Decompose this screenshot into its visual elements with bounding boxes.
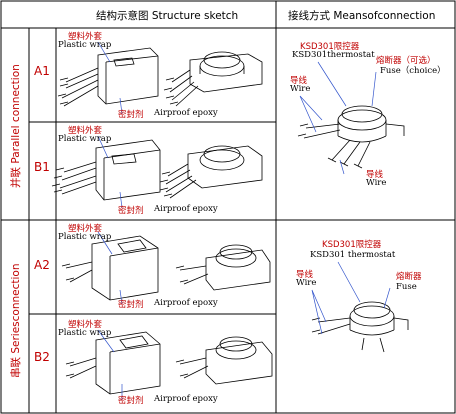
parallel-fuse-cn: 熔断器（可选）	[376, 56, 436, 66]
b1-wrap-en: Plastic wrap	[58, 134, 112, 144]
b1-epoxy-cn: 密封剂	[118, 206, 144, 216]
parallel-wire-en-1: Wire	[290, 84, 311, 94]
parallel-fuse-en: Fuse（choice）	[380, 66, 446, 76]
row-label-a2: A2	[34, 258, 50, 272]
b1-wrap-cn: 塑料外套	[68, 126, 103, 136]
series-section-label: 串联 Seriesconnection	[10, 263, 22, 378]
parallel-thermostat-cn: KSD301限控器	[300, 42, 360, 52]
series-fuse-cn: 熔断器	[396, 272, 422, 282]
a1-wrap-cn: 塑料外套	[68, 32, 103, 42]
structure-sketch-header: 结构示意图 Structure sketch	[96, 10, 239, 22]
b2-wrap-en: Plastic wrap	[58, 328, 112, 338]
connection-header: 接线方式 Meansofconnection	[288, 10, 436, 22]
sketch-a1	[57, 47, 263, 107]
a2-wrap-cn: 塑料外套	[68, 224, 103, 234]
b2-epoxy-cn: 密封剂	[118, 396, 144, 406]
a2-epoxy-cn: 密封剂	[118, 300, 144, 310]
series-fuse-en: Fuse	[396, 282, 417, 292]
a2-epoxy-en: Airproof epoxy	[154, 298, 218, 308]
a1-epoxy-en: Airproof epoxy	[154, 108, 218, 118]
leader-lines	[97, 41, 391, 400]
parallel-wire-cn-2: 导线	[366, 170, 384, 180]
series-wire-en: Wire	[296, 278, 317, 288]
series-connection-drawing	[311, 301, 409, 353]
b2-wrap-cn: 塑料外套	[68, 320, 103, 330]
parallel-section-label: 并联 Parallel connection	[10, 64, 22, 188]
row-label-a1: A1	[34, 64, 50, 78]
sketch-b1	[51, 139, 263, 201]
a1-epoxy-cn: 密封剂	[118, 110, 144, 120]
series-thermostat-cn: KSD301限控器	[322, 240, 382, 250]
a2-wrap-en: Plastic wrap	[58, 232, 112, 242]
series-wire-cn: 导线	[296, 270, 314, 280]
row-label-b1: B1	[34, 160, 50, 174]
sketch-a2	[61, 235, 271, 301]
series-thermostat-en: KSD301 thermostat	[310, 250, 396, 260]
row-label-b2: B2	[34, 350, 50, 364]
parallel-connection-drawing	[297, 105, 405, 169]
b2-epoxy-en: Airproof epoxy	[154, 394, 218, 404]
sketch-b2	[65, 331, 273, 395]
parallel-wire-en-2: Wire	[366, 178, 387, 188]
parallel-thermostat-en: KSD301thermostat	[292, 50, 375, 60]
a1-wrap-en: Plastic wrap	[58, 40, 112, 50]
b1-epoxy-en: Airproof epoxy	[154, 204, 218, 214]
parallel-wire-cn-1: 导线	[290, 76, 308, 86]
